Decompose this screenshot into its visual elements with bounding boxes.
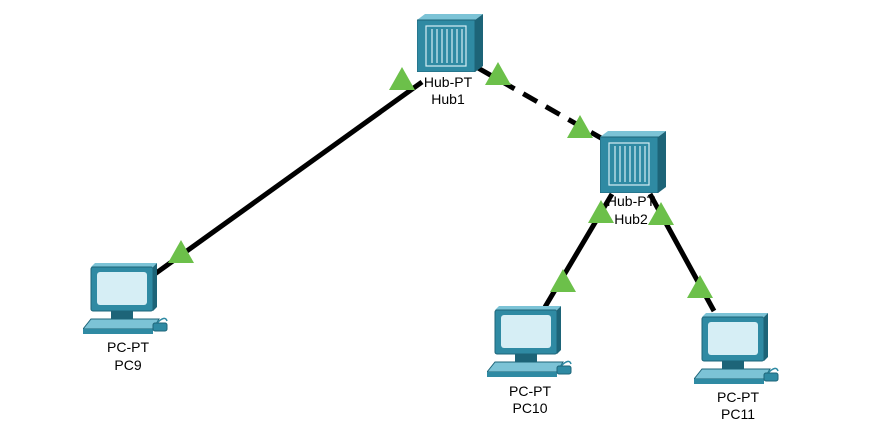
link-status-up-icon [168,240,194,263]
pc10-name-label: PC10 [512,400,548,416]
hub1-model-label: Hub-PT [423,74,473,90]
link-status-up-icon [550,269,576,292]
cable-hub1-pc9[interactable] [150,79,424,279]
hub2-device[interactable] [600,131,666,193]
link-status-up-icon [389,67,415,90]
hub1-name-label: Hub1 [431,91,465,107]
pc-icon [487,306,572,377]
pc-icon [83,263,168,334]
pc-icon [694,313,779,384]
pc10-device[interactable] [487,306,579,378]
hub2-name-label: Hub2 [614,211,648,227]
link-status-up-icon [485,62,511,85]
link-status-up-icon [648,202,674,225]
pc11-model-label: PC-PT [717,389,759,405]
hub-icon [417,14,483,72]
pc11-device[interactable] [694,313,786,385]
link-status-up-icon [567,115,593,138]
pc11-name-label: PC11 [721,406,755,422]
hub-icon [600,131,666,193]
hub1-device[interactable] [417,14,483,72]
link-status-up-icon [588,200,614,223]
pc9-model-label: PC-PT [107,339,149,355]
pc9-name-label: PC9 [114,357,142,373]
hub2-model-label: Hub-PT [606,193,656,209]
link-status-up-icon [687,275,713,298]
pc9-device[interactable] [83,263,175,335]
pc10-model-label: PC-PT [509,383,551,399]
